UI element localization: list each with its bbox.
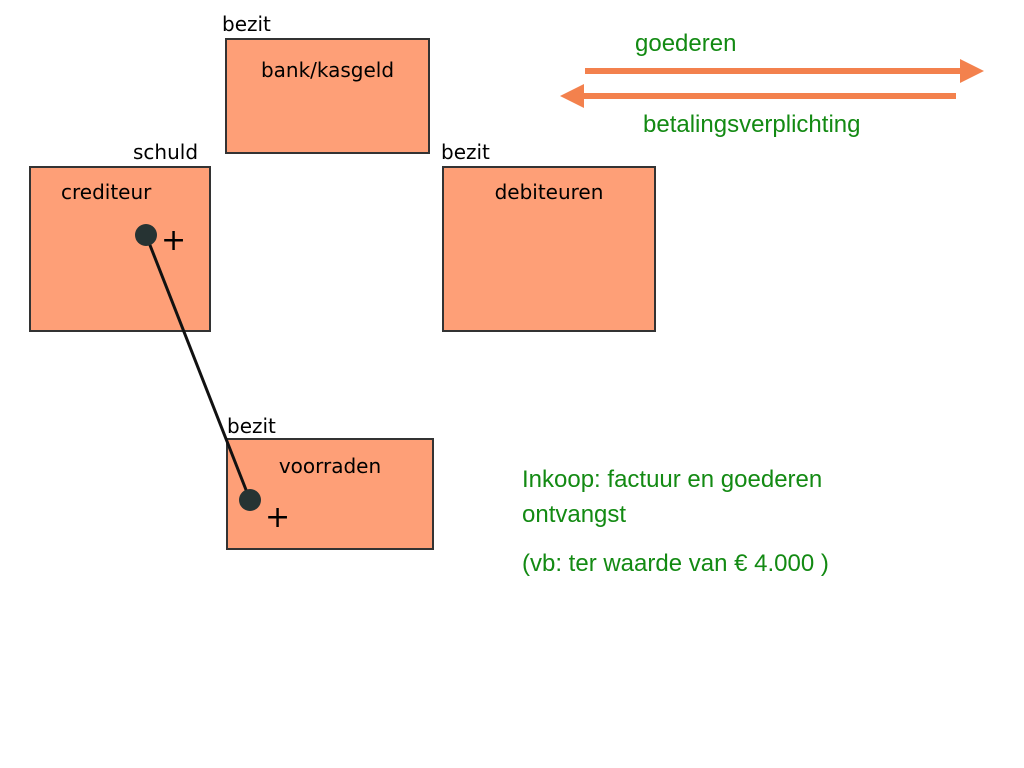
- goods-arrow-head: [960, 59, 984, 83]
- description-line-3: (vb: ter waarde van € 4.000 ): [522, 550, 829, 577]
- payment-arrow-head: [560, 84, 584, 108]
- crediteur-dot: [135, 224, 157, 246]
- voorraden-title: voorraden: [278, 454, 382, 478]
- crediteur-plus-sign: +: [161, 223, 187, 258]
- voorraden-category-label: bezit: [227, 414, 276, 438]
- description-line-1: Inkoop: factuur en goederen: [522, 466, 823, 493]
- voorraden-box: voorraden: [226, 438, 434, 550]
- connector-line: [144, 234, 252, 501]
- goods-arrow-label: goederen: [635, 30, 737, 57]
- description-line-2: ontvangst: [522, 501, 627, 528]
- bank-category-label: bezit: [222, 12, 271, 36]
- payment-arrow-label: betalingsverplichting: [643, 111, 861, 138]
- debiteuren-category-label: bezit: [441, 140, 490, 164]
- voorraden-dot: [239, 489, 261, 511]
- debiteuren-box: debiteuren: [442, 166, 656, 332]
- crediteur-title: crediteur: [61, 180, 152, 204]
- bank-kasgeld-title: bank/kasgeld: [260, 58, 395, 82]
- bank-kasgeld-box: bank/kasgeld: [225, 38, 430, 154]
- debiteuren-title: debiteuren: [494, 180, 604, 204]
- crediteur-category-label: schuld: [133, 140, 199, 164]
- crediteur-box: crediteur: [29, 166, 211, 332]
- voorraden-plus-sign: +: [265, 500, 291, 535]
